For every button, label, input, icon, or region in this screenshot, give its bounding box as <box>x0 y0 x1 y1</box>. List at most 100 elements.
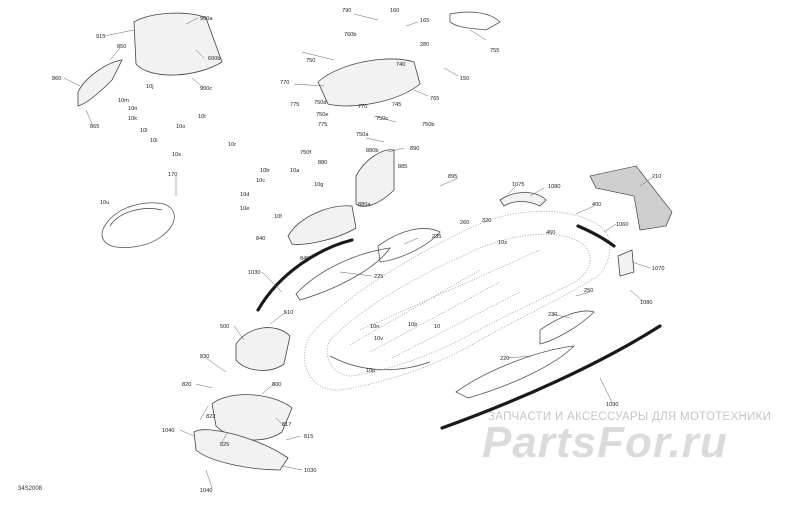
callout-10n: 10n <box>128 106 137 112</box>
callout-400: 400 <box>592 202 601 208</box>
callout-1030-b: 1030 <box>304 468 316 474</box>
callout-815: 815 <box>304 434 313 440</box>
callout-840: 840 <box>256 236 265 242</box>
cover-755 <box>449 11 501 31</box>
callout-10f: 10f <box>274 214 282 220</box>
callout-755: 755 <box>490 48 499 54</box>
callout-460: 460 <box>546 230 555 236</box>
callout-10v: 10v <box>374 336 383 342</box>
callout-915: 915 <box>96 34 105 40</box>
panel-235 <box>377 228 441 263</box>
callout-10e: 10e <box>240 206 249 212</box>
callout-165: 165 <box>420 18 429 24</box>
callout-510: 510 <box>284 310 293 316</box>
callout-1080: 1080 <box>548 184 560 190</box>
panel-860b <box>287 205 357 245</box>
callout-1070: 1070 <box>652 266 664 272</box>
callout-825: 825 <box>220 442 229 448</box>
callout-10t: 10t <box>198 114 206 120</box>
callout-225: 225 <box>374 274 383 280</box>
callout-150: 150 <box>460 76 469 82</box>
callout-1090: 1090 <box>606 402 618 408</box>
callout-880b: 880b <box>366 148 378 154</box>
callout-775: 775 <box>290 102 299 108</box>
callout-880a: 880a <box>358 202 371 208</box>
callout-817: 817 <box>282 422 291 428</box>
callout-160: 160 <box>390 8 399 14</box>
callout-210: 210 <box>652 174 661 180</box>
callout-10z: 10z <box>498 240 507 246</box>
callout-765: 765 <box>430 96 439 102</box>
callout-10o: 10o <box>176 124 185 130</box>
callout-750e: 750e <box>316 112 328 118</box>
callout-280: 280 <box>420 42 429 48</box>
side-1070 <box>617 249 635 277</box>
callout-10m: 10m <box>118 98 129 104</box>
callout-10i: 10i <box>150 138 157 144</box>
callout-885: 885 <box>398 164 407 170</box>
callout-865: 865 <box>90 124 99 130</box>
callout-845: 845 <box>300 256 309 262</box>
callout-1030: 1030 <box>248 270 260 276</box>
trim-stripe-1030 <box>256 238 354 312</box>
callout-770: 770 <box>280 80 289 86</box>
callout-170: 170 <box>168 172 177 178</box>
nose-500 <box>235 327 291 371</box>
callout-745: 745 <box>392 102 401 108</box>
callout-1040-b: 1040 <box>200 488 212 494</box>
callout-800: 800 <box>272 382 281 388</box>
mat-210 <box>589 165 673 231</box>
callout-1080-b: 1080 <box>640 300 652 306</box>
panel-880 <box>355 149 395 207</box>
callout-10n-b: 10n <box>370 324 379 330</box>
callout-820: 820 <box>182 382 191 388</box>
panel-230 <box>539 310 595 345</box>
callout-leaders <box>63 13 653 489</box>
bumper-1040 <box>193 429 289 471</box>
callout-10d: 10d <box>240 192 249 198</box>
callout-775-b: 775 <box>318 122 327 128</box>
callout-10l: 10l <box>140 128 147 134</box>
callout-1075: 1075 <box>512 182 524 188</box>
callout-750d: 750d <box>314 100 326 106</box>
callout-822: 822 <box>206 414 215 420</box>
callout-10b: 10b <box>260 168 269 174</box>
callout-750b: 750b <box>422 122 434 128</box>
callout-500: 500 <box>220 324 229 330</box>
callout-10g: 10g <box>314 182 323 188</box>
callout-10: 10 <box>434 324 440 330</box>
callout-750f: 750f <box>300 150 311 156</box>
hull-body <box>304 210 611 391</box>
callout-750c: 750c <box>376 116 388 122</box>
callout-600b: 600b <box>208 56 220 62</box>
trim-stripe-1090 <box>440 324 662 430</box>
callout-labels: 915 900a 850 600b 860 900c 865 10m 10j 1… <box>52 8 664 494</box>
callout-220: 220 <box>500 356 509 362</box>
callout-860: 860 <box>52 76 61 82</box>
callout-320: 320 <box>482 218 491 224</box>
callout-10s: 10s <box>172 152 181 158</box>
callout-1060: 1060 <box>616 222 628 228</box>
trim-stripe-1060 <box>576 224 616 248</box>
callout-250: 250 <box>584 288 593 294</box>
panel-220 <box>455 345 576 399</box>
callout-230: 230 <box>548 312 557 318</box>
callout-890: 890 <box>410 146 419 152</box>
handle-1075 <box>499 192 547 207</box>
callout-10k: 10k <box>128 116 137 122</box>
callout-10a: 10a <box>290 168 300 174</box>
seat-10u <box>101 202 175 248</box>
watermark-logo: PartsFor.ru <box>482 418 728 467</box>
callout-790: 790 <box>342 8 351 14</box>
callout-750a: 750a <box>356 132 369 138</box>
panel-860 <box>77 59 123 107</box>
callout-10u: 10u <box>100 200 109 206</box>
callout-740: 740 <box>396 62 405 68</box>
panel-225 <box>295 247 391 301</box>
callout-260: 260 <box>460 220 469 226</box>
callout-10r: 10r <box>228 142 236 148</box>
callout-10c: 10c <box>256 178 265 184</box>
callout-10j: 10j <box>146 84 153 90</box>
